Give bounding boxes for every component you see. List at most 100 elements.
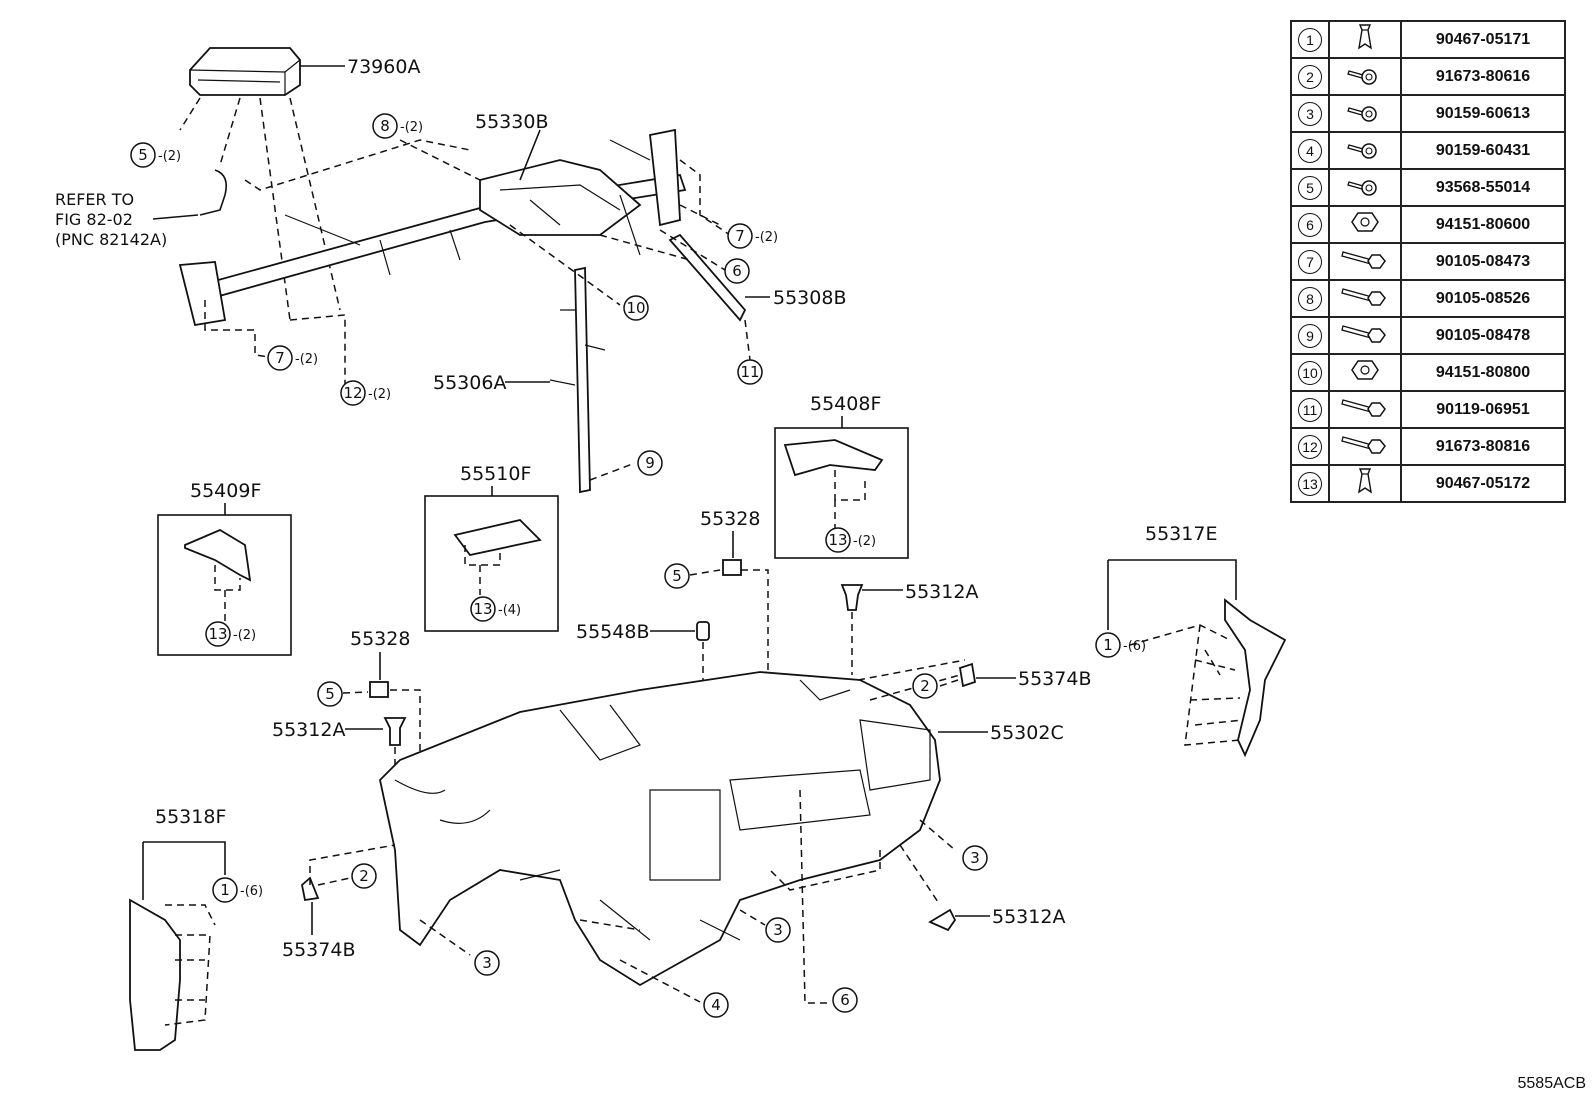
callout-1[interactable]: 1 -(6) [1095,632,1146,658]
callout-6[interactable]: 6 [832,987,858,1013]
label-73960A: 73960A [347,56,420,78]
callout-12[interactable]: 12-(2) [340,380,391,406]
fastener-part-number: 90105-08526 [1400,279,1566,318]
callout-6[interactable]: 6 [724,258,750,284]
svg-text:-(2): -(2) [295,352,318,367]
callout-13[interactable]: 13-(4) [470,596,521,622]
svg-text:1: 1 [1103,636,1113,654]
svg-text:2: 2 [359,867,369,885]
svg-text:1: 1 [220,881,230,899]
callout-8[interactable]: 8-(2) [372,113,423,139]
cover-55409F-part[interactable] [184,528,252,582]
instrument-panel-part[interactable] [379,671,941,987]
label-55312A-top: 55312A [905,581,978,603]
callout-5[interactable]: 5 [317,681,343,707]
callout-2[interactable]: 2 [351,863,377,889]
clip-55312A-top-part[interactable] [840,584,864,611]
fastener-row[interactable]: 11 90119-06951 [1290,390,1566,429]
callout-10[interactable]: 10 [623,295,649,321]
svg-text:6: 6 [840,991,850,1009]
label-55312A-left: 55312A [272,719,345,741]
bracket-55374B-right-part[interactable] [958,662,977,688]
svg-text:-(6): -(6) [1123,639,1146,654]
fastener-part-number: 93568-55014 [1400,168,1566,207]
nut-icon [1328,205,1402,244]
fastener-row[interactable]: 12 91673-80816 [1290,427,1566,466]
callout-5[interactable]: 5-(2) [130,142,181,168]
callout-13[interactable]: 13-(2) [825,527,876,553]
screw-icon [1328,94,1402,133]
callout-13[interactable]: 13-(2) [205,621,256,647]
retainer-part[interactable] [722,559,742,576]
label-55548B: 55548B [576,621,649,643]
fastener-number: 11 [1298,397,1322,422]
bolt-icon [1328,390,1402,429]
fastener-number: 4 [1298,138,1322,163]
callout-7[interactable]: 7 -(2) [267,345,318,371]
label-55374B-left: 55374B [282,939,355,961]
callout-11[interactable]: 11 [737,359,763,385]
cover-55408F-part[interactable] [783,439,884,477]
label-55328-left: 55328 [350,628,410,650]
fastener-part-number: 91673-80816 [1400,427,1566,466]
svg-text:-(6): -(6) [240,884,263,899]
fastener-part-number: 90119-06951 [1400,390,1566,429]
svg-text:11: 11 [740,363,759,381]
side-cover-left-part[interactable] [129,898,181,1051]
fastener-number: 12 [1298,434,1322,459]
nut-icon [1328,353,1402,392]
bracket-55374B-left-part[interactable] [301,876,320,902]
callout-5[interactable]: 5 [664,563,690,589]
fastener-row[interactable]: 7 90105-08473 [1290,242,1566,281]
bolt-icon [1328,279,1402,318]
brace-part[interactable] [668,233,747,322]
callout-7[interactable]: 7-(2) [727,223,778,249]
plug-part[interactable] [696,621,710,641]
fastener-part-number: 90467-05171 [1400,20,1566,59]
label-55510F: 55510F [460,463,531,485]
callout-4[interactable]: 4 [703,992,729,1018]
refer-note[interactable]: REFER TO FIG 82-02 (PNC 82142A) [55,190,167,249]
callout-9[interactable]: 9 [637,450,663,476]
diagram-code: 5585ACB [1517,1075,1587,1092]
airbag-sensor-part[interactable] [189,47,301,96]
lower-brace-part[interactable] [549,266,606,494]
label-55318F: 55318F [155,806,226,828]
svg-text:5: 5 [325,685,335,703]
fastener-number: 7 [1298,249,1322,274]
svg-text:-(2): -(2) [853,534,876,549]
fastener-part-number: 94151-80800 [1400,353,1566,392]
clip-icon [1328,464,1402,503]
svg-text:3: 3 [773,921,783,939]
label-55317E: 55317E [1145,523,1217,545]
callout-3[interactable]: 3 [474,950,500,976]
retainer-left-part[interactable] [369,681,389,698]
fastener-part-number: 90467-05172 [1400,464,1566,503]
fastener-part-number: 90105-08473 [1400,242,1566,281]
side-cover-right-part[interactable] [1224,598,1287,758]
svg-text:REFER TO: REFER TO [55,190,134,209]
callout-3[interactable]: 3 [765,917,791,943]
svg-text:7: 7 [275,349,285,367]
fastener-number: 6 [1298,212,1322,237]
bolt-icon [1328,242,1402,281]
callout-1[interactable]: 1 -(6) [212,877,263,903]
callout-3[interactable]: 3 [962,845,988,871]
svg-text:13: 13 [473,600,492,618]
cover-55510F-part[interactable] [453,519,542,557]
clip-55312A-left-part[interactable] [383,717,407,746]
callout-2[interactable]: 2 [912,673,938,699]
instrument-panel-reinforcement-part[interactable] [178,128,687,327]
clip-55312A-bottom-part[interactable] [928,908,957,932]
